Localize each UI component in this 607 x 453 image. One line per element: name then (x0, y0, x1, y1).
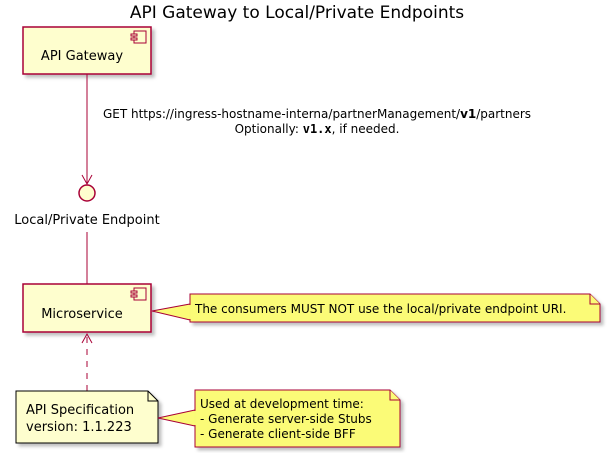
dependency-arrow (81, 332, 93, 391)
microservice-label: Microservice (41, 307, 123, 322)
artifact-line-2: version: 1.1.223 (26, 420, 132, 435)
microservice-component: Microservice (22, 283, 152, 333)
local-private-endpoint-interface: Local/Private Endpoint (14, 184, 160, 284)
component-icon (130, 287, 147, 301)
interface-label: Local/Private Endpoint (14, 213, 159, 228)
request-version-label: Optionally: v1.x, if needed. (235, 122, 400, 136)
dev-note-line-3: - Generate client-side BFF (200, 427, 356, 441)
consumer-note-text: The consumers MUST NOT use the local/pri… (194, 302, 566, 316)
api-specification-artifact: API Specification version: 1.1.223 (15, 390, 159, 444)
development-note: Used at development time: - Generate ser… (157, 389, 401, 448)
artifact-line-1: API Specification (26, 403, 134, 418)
api-gateway-component: API Gateway (22, 26, 152, 75)
diagram-title: API Gateway to Local/Private Endpoints (130, 3, 464, 23)
request-url-label: GET https://ingress-hostname-interna/par… (103, 107, 531, 121)
consumer-note: The consumers MUST NOT use the local/pri… (151, 293, 601, 323)
dev-note-line-1: Used at development time: (200, 397, 364, 411)
request-arrow (81, 74, 93, 186)
dev-note-line-2: - Generate server-side Stubs (200, 412, 372, 426)
api-gateway-label: API Gateway (41, 49, 123, 64)
component-icon (130, 30, 147, 44)
